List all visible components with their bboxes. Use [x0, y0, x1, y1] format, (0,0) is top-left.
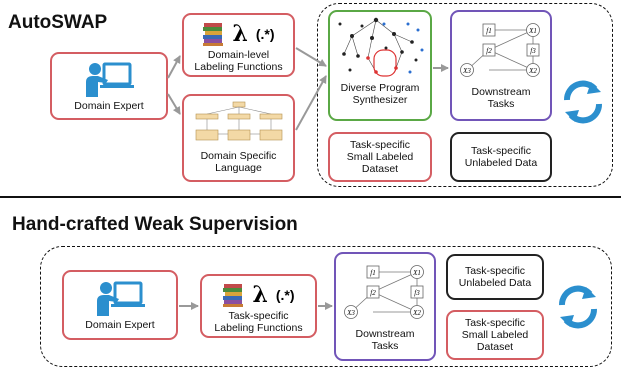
- handcrafted-unlabeled-data-label: Task-specific Unlabeled Data: [458, 265, 532, 289]
- refresh-cycle-icon: [563, 80, 603, 124]
- autoswap-unlabeled-data-box: Task-specific Unlabeled Data: [450, 132, 552, 182]
- handcrafted-labeled-dataset-box: Task-specific Small Labeled Dataset: [446, 310, 544, 360]
- handcrafted-title: Hand-crafted Weak Supervision: [12, 214, 298, 235]
- graph-label-f2: f2: [370, 289, 376, 297]
- graph-label-f3: f3: [414, 289, 420, 297]
- handcrafted-labeling-functions-box: λ (.*) Task-specific Labeling Functions: [200, 274, 317, 338]
- graph-label-f1: f1: [370, 269, 375, 277]
- autoswap-arrows: [167, 47, 449, 131]
- handcrafted-downstream-box: f1 f2 f3 X1 X3 X2 Downstream Tasks: [334, 252, 436, 361]
- refresh-cycle-icon: [558, 285, 598, 329]
- factor-graph-icon: f1 f2 f3 X1 X3 X2: [344, 265, 424, 319]
- autoswap-pipeline-region: [317, 3, 613, 187]
- domain-expert-icon: [86, 62, 134, 97]
- graph-label-f3: f3: [530, 47, 536, 55]
- autoswap-domain-expert-label: Domain Expert: [74, 99, 144, 112]
- lambda-symbol: λ: [232, 21, 248, 47]
- graph-label-x1: X1: [412, 269, 421, 277]
- autoswap-labeled-dataset-label: Task-specific Small Labeled Dataset: [346, 139, 414, 175]
- autoswap-unlabeled-data-label: Task-specific Unlabeled Data: [464, 145, 538, 169]
- handcrafted-labeling-functions-label: Task-specific Labeling Functions: [214, 310, 303, 334]
- autoswap-labeling-functions-label: Domain-level Labeling Functions: [194, 49, 283, 73]
- graph-label-x1: X1: [528, 27, 537, 35]
- autoswap-synthesizer-box: Diverse Program Synthesizer: [328, 10, 432, 121]
- handcrafted-labeled-dataset-label: Task-specific Small Labeled Dataset: [461, 317, 529, 353]
- autoswap-labeling-functions-box: λ (.*) Domain-level Labeling Functions: [182, 13, 295, 77]
- handcrafted-arrows: [179, 302, 333, 310]
- autoswap-downstream-label: Downstream Tasks: [471, 86, 531, 110]
- graph-label-x3: X3: [346, 309, 355, 317]
- domain-expert-icon: [97, 281, 145, 316]
- autoswap-dsl-label: Domain Specific Language: [200, 150, 277, 174]
- graph-label-x3: X3: [462, 67, 471, 75]
- regex-symbol: (.*): [275, 287, 295, 303]
- dsl-grammar-icon: [195, 101, 282, 141]
- handcrafted-pipeline-region: [40, 246, 612, 367]
- factor-graph-icon: f1 f2 f3 X1 X3 X2: [460, 23, 540, 77]
- handcrafted-domain-expert-label: Domain Expert: [85, 318, 155, 331]
- graph-label-f1: f1: [486, 27, 491, 35]
- graph-label-f2: f2: [486, 47, 492, 55]
- autoswap-downstream-box: f1 f2 f3 X1 X3 X2 Downstream Tasks: [450, 10, 552, 121]
- section-separator: [0, 196, 621, 198]
- autoswap-title: AutoSWAP: [8, 12, 108, 33]
- autoswap-labeled-dataset-box: Task-specific Small Labeled Dataset: [328, 132, 432, 182]
- autoswap-dsl-box: Domain Specific Language: [182, 94, 295, 182]
- regex-symbol: (.*): [255, 26, 275, 42]
- handcrafted-downstream-label: Downstream Tasks: [355, 328, 415, 352]
- graph-label-x2: X2: [412, 309, 421, 317]
- lambda-symbol: λ: [252, 282, 268, 308]
- books-icon: [223, 284, 244, 307]
- autoswap-domain-expert-box: Domain Expert: [50, 52, 168, 120]
- handcrafted-domain-expert-box: Domain Expert: [62, 270, 178, 340]
- synthesis-tree-icon: [338, 17, 424, 77]
- graph-label-x2: X2: [528, 67, 537, 75]
- handcrafted-unlabeled-data-box: Task-specific Unlabeled Data: [446, 254, 544, 300]
- autoswap-synthesizer-label: Diverse Program Synthesizer: [340, 82, 420, 106]
- books-icon: [203, 23, 224, 46]
